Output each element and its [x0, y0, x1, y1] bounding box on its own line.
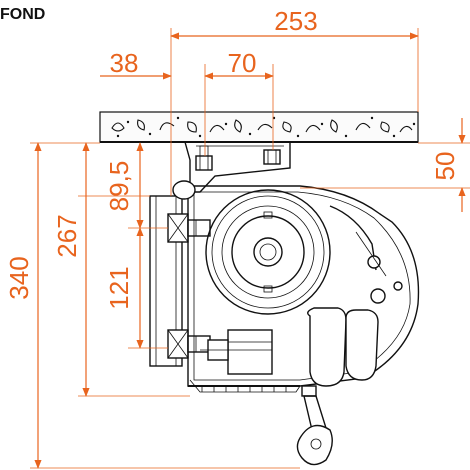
dim-bolt-spacing: 70: [228, 48, 257, 78]
dim-ceiling-drop: 50: [430, 152, 460, 181]
crank-handle: [296, 385, 333, 466]
fabric-roller: [205, 189, 331, 315]
guide-ball: [172, 180, 196, 200]
ceiling-slab: [99, 111, 419, 143]
front-profile-left: [307, 307, 347, 387]
wall-bolt-lower: [167, 329, 211, 359]
dim-total-height: 340: [4, 256, 34, 299]
dim-bracket-height: 89,5: [104, 161, 134, 212]
awning-mechanism: [149, 141, 420, 466]
arm-joint: [329, 205, 403, 304]
dim-offset-left: 38: [110, 48, 139, 78]
dim-bolt-vertical: 121: [104, 266, 134, 309]
bracket-bolt-left: [195, 145, 213, 171]
dim-total-width: 253: [274, 6, 317, 36]
wall-bolt-upper: [167, 213, 211, 243]
front-profile-right: [345, 309, 379, 381]
dim-housing-height: 267: [52, 214, 82, 257]
bracket-bolt-right: [263, 149, 281, 165]
motor-block: [200, 329, 273, 375]
diagram-title: FOND: [0, 6, 45, 23]
